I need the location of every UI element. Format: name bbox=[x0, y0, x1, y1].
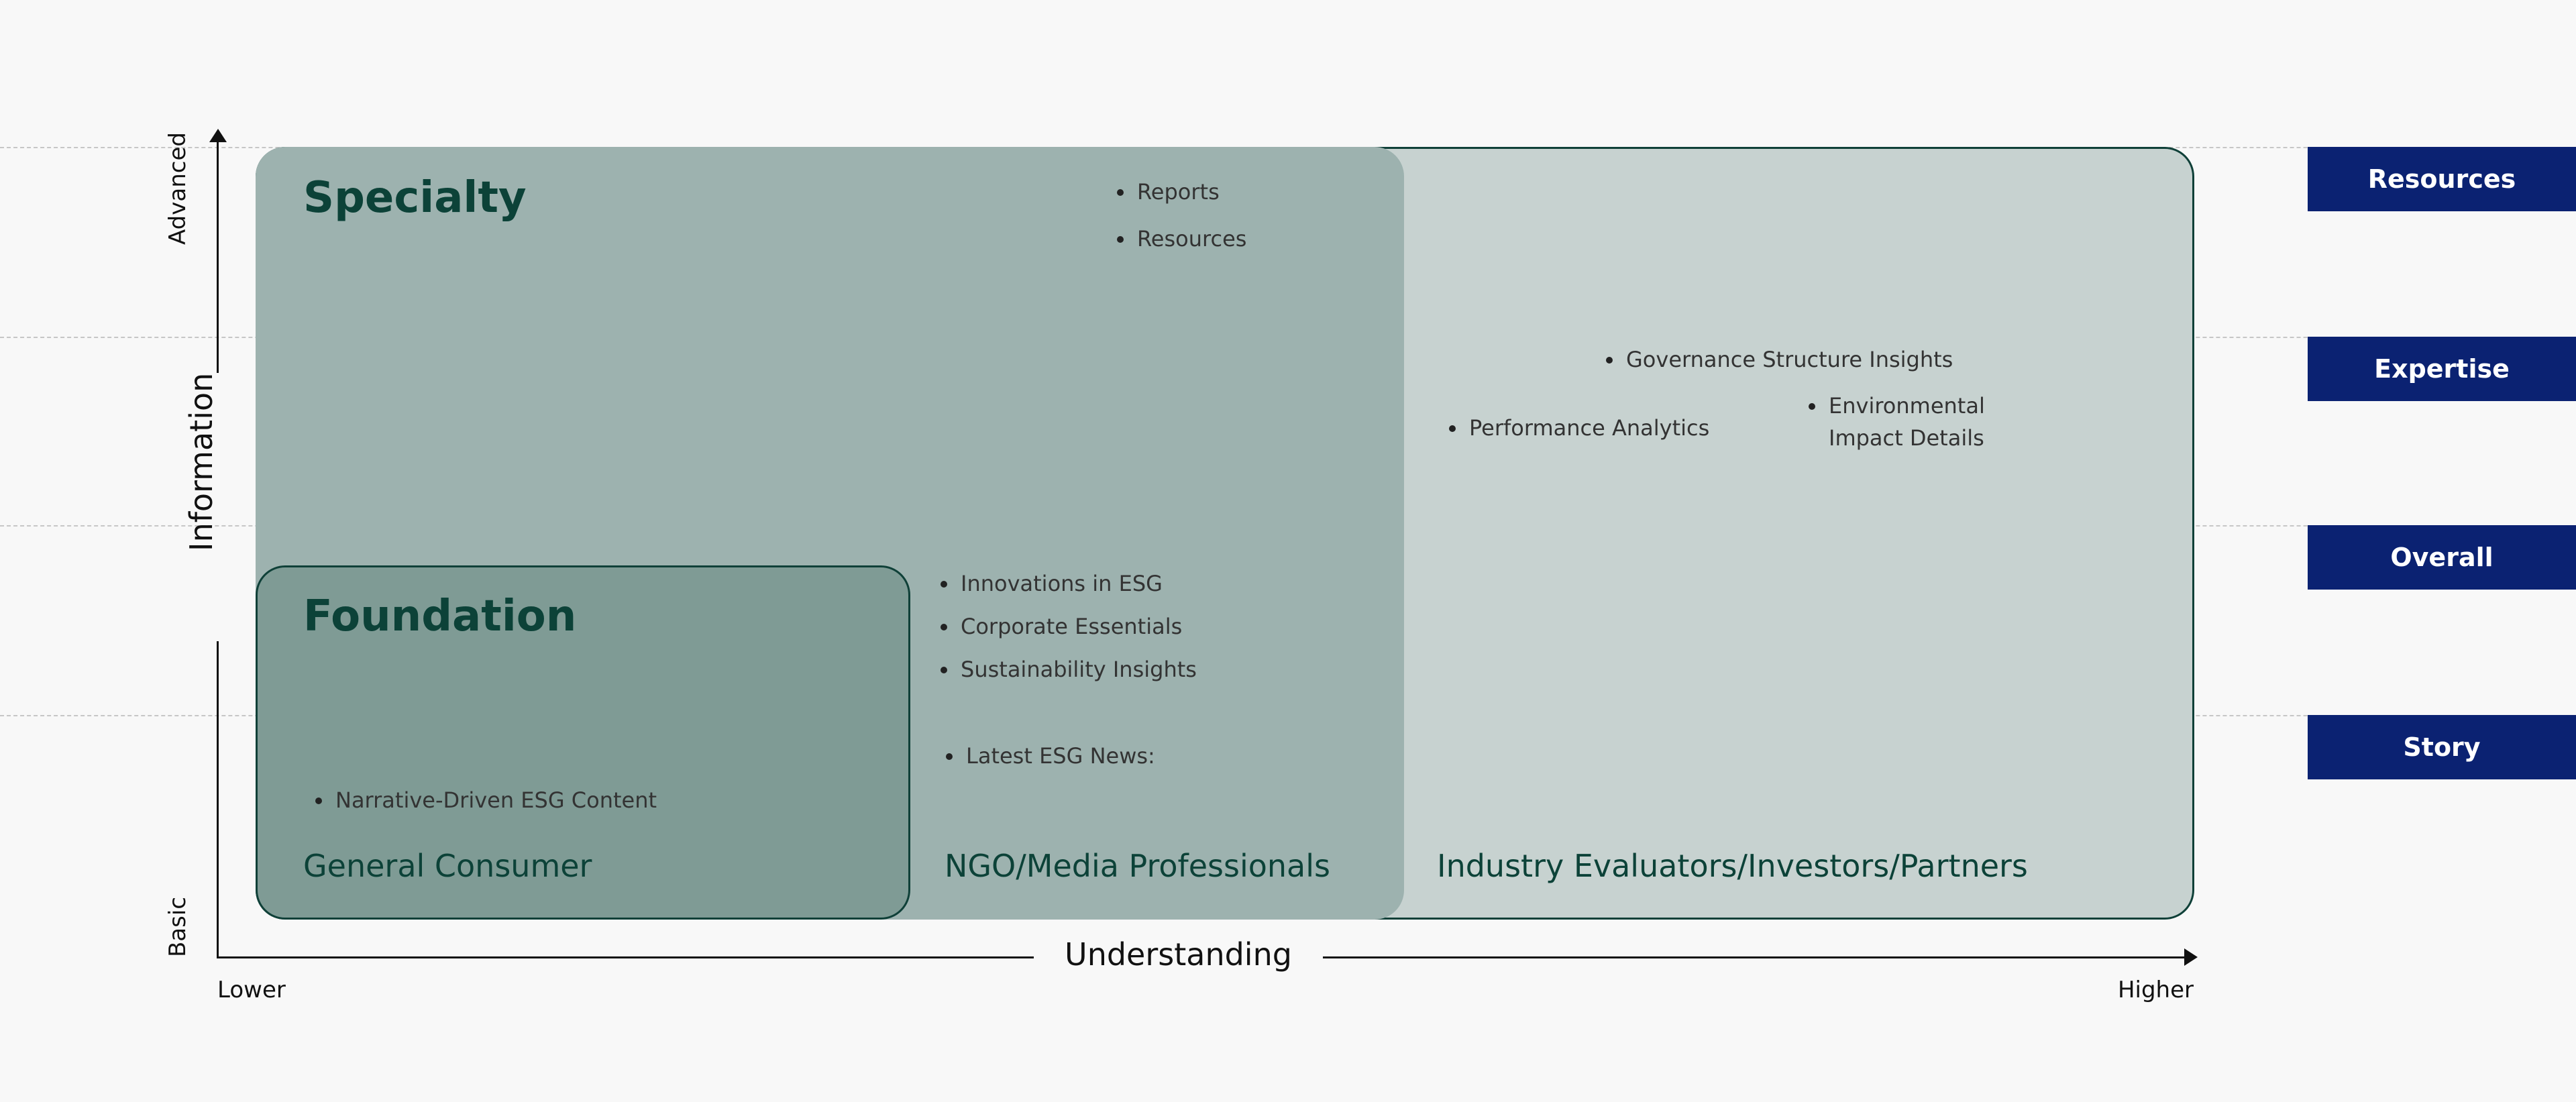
item-environmental: Environmental Impact Details bbox=[1809, 390, 1990, 454]
item-reports: Reports bbox=[1117, 176, 1220, 208]
foundation-region bbox=[256, 565, 910, 920]
y-axis-lower-line bbox=[217, 641, 219, 958]
item-resources: Resources bbox=[1116, 223, 1246, 255]
item-corporate: Corporate Essentials bbox=[940, 610, 1182, 643]
x-axis-right-line bbox=[1323, 956, 2190, 958]
audience-ngo-media: NGO/Media Professionals bbox=[945, 848, 1330, 884]
tier-tag-expertise: Expertise bbox=[2308, 337, 2576, 401]
y-axis-label: Information bbox=[183, 372, 219, 551]
x-axis-left-line bbox=[217, 956, 1034, 958]
foundation-title: Foundation bbox=[303, 592, 577, 641]
x-axis-right-label: Higher bbox=[2117, 977, 2194, 1003]
x-axis-arrow-icon bbox=[2184, 948, 2198, 966]
y-axis-upper-line bbox=[217, 134, 219, 373]
audience-industry: Industry Evaluators/Investors/Partners bbox=[1437, 848, 2028, 884]
item-sustainability: Sustainability Insights bbox=[941, 653, 1197, 685]
item-narrative: Narrative-Driven ESG Content bbox=[315, 784, 657, 816]
x-axis-left-label: Lower bbox=[217, 977, 286, 1003]
tier-tag-overall: Overall bbox=[2308, 525, 2576, 590]
item-governance: Governance Structure Insights bbox=[1605, 343, 1953, 376]
item-innovations: Innovations in ESG bbox=[941, 567, 1163, 600]
y-axis-top-label: Advanced bbox=[164, 132, 191, 245]
y-axis-arrow-icon bbox=[209, 129, 227, 142]
y-axis-bottom-label: Basic bbox=[164, 897, 191, 958]
tier-tag-story: Story bbox=[2308, 715, 2576, 779]
tier-tag-resources: Resources bbox=[2308, 147, 2576, 211]
x-axis-label: Understanding bbox=[1065, 936, 1292, 973]
specialty-title: Specialty bbox=[303, 173, 527, 223]
item-performance: Performance Analytics bbox=[1448, 412, 1709, 444]
item-latest-news: Latest ESG News: bbox=[946, 740, 1155, 772]
audience-general-consumer: General Consumer bbox=[303, 848, 592, 884]
